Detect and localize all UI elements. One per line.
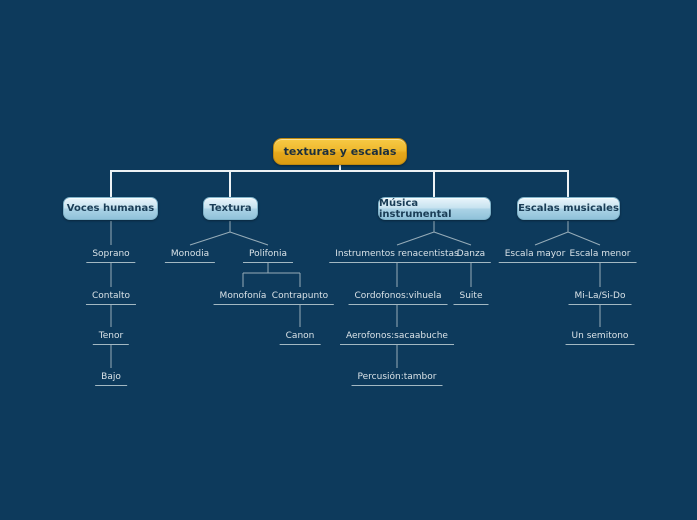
leaf-escala-menor[interactable]: Escala menor [563,249,637,263]
leaf-mi-la-si-do[interactable]: Mi-La/Si-Do [568,291,632,305]
leaf-canon[interactable]: Canon [279,331,321,345]
leaf-bajo[interactable]: Bajo [95,372,127,386]
leaf-contalto[interactable]: Contalto [85,291,137,305]
branch-node-voces-humanas[interactable]: Voces humanas [63,197,158,220]
branch-node-musica-instrumental[interactable]: Música instrumental [378,197,491,220]
leaf-instrumentos-renacentistas[interactable]: Instrumentos renacentistas [329,249,465,263]
leaf-soprano[interactable]: Soprano [86,249,136,263]
branch-node-escalas-musicales[interactable]: Escalas musicales [517,197,620,220]
leaf-escala-mayor[interactable]: Escala mayor [498,249,572,263]
leaf-un-semitono[interactable]: Un semitono [565,331,635,345]
branch-node-textura[interactable]: Textura [203,197,258,220]
leaf-aerofonos-sacaabuche[interactable]: Aerofonos:sacaabuche [340,331,454,345]
leaf-tenor[interactable]: Tenor [92,331,130,345]
connector-musica-instrumental [396,221,472,368]
leaf-percusion-tambor[interactable]: Percusión:tambor [351,372,443,386]
root-branch-connector [110,164,569,197]
leaf-danza[interactable]: Danza [450,249,492,263]
leaf-contrapunto[interactable]: Contrapunto [265,291,335,305]
connector-escalas-musicales [534,221,601,327]
leaf-cordofonos-vihuela[interactable]: Cordofonos:vihuela [348,291,448,305]
leaf-monofonia[interactable]: Monofonía [213,291,273,305]
leaf-monodia[interactable]: Monodia [164,249,216,263]
leaf-polifonia[interactable]: Polifonia [242,249,294,263]
connector-textura [189,221,301,327]
root-node-texturas-y-escalas[interactable]: texturas y escalas [273,138,407,165]
leaf-suite[interactable]: Suite [453,291,489,305]
